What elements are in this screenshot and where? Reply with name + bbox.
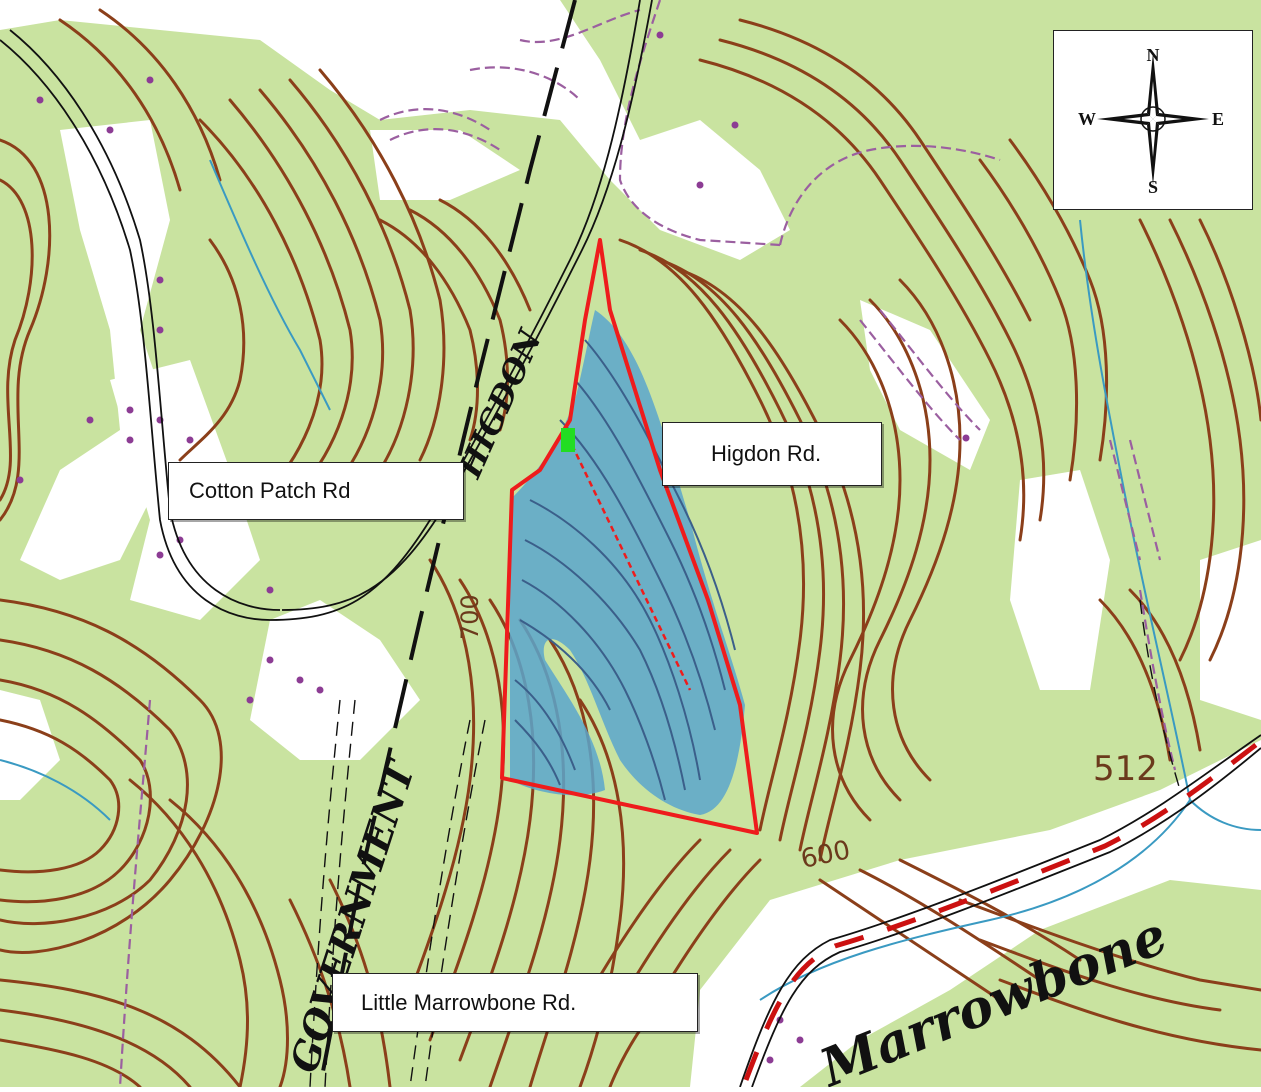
route-512-label: 512 [1093,749,1158,789]
compass-west: W [1078,109,1096,129]
compass-south: S [1148,177,1158,197]
dirt-roads [118,0,1177,1088]
green-marker[interactable] [561,428,575,452]
contour-700-label: 700 [456,594,484,640]
label-little-marrowbone-rd: Little Marrowbone Rd. [332,973,698,1032]
property-boundary[interactable] [500,238,759,835]
pond-contours [514,339,736,801]
dam-line [570,444,692,691]
compass-icon: N S W E [1078,45,1224,197]
building-dots [16,31,970,1064]
label-cotton-patch-rd: Cotton Patch Rd [168,462,464,520]
label-higdon-rd: Higdon Rd. [662,422,882,486]
contour-lines [0,8,1261,1089]
highway-512 [743,739,1261,1081]
compass-rose: N S W E [1053,30,1253,210]
compass-east: E [1212,109,1224,129]
compass-north: N [1147,45,1160,65]
